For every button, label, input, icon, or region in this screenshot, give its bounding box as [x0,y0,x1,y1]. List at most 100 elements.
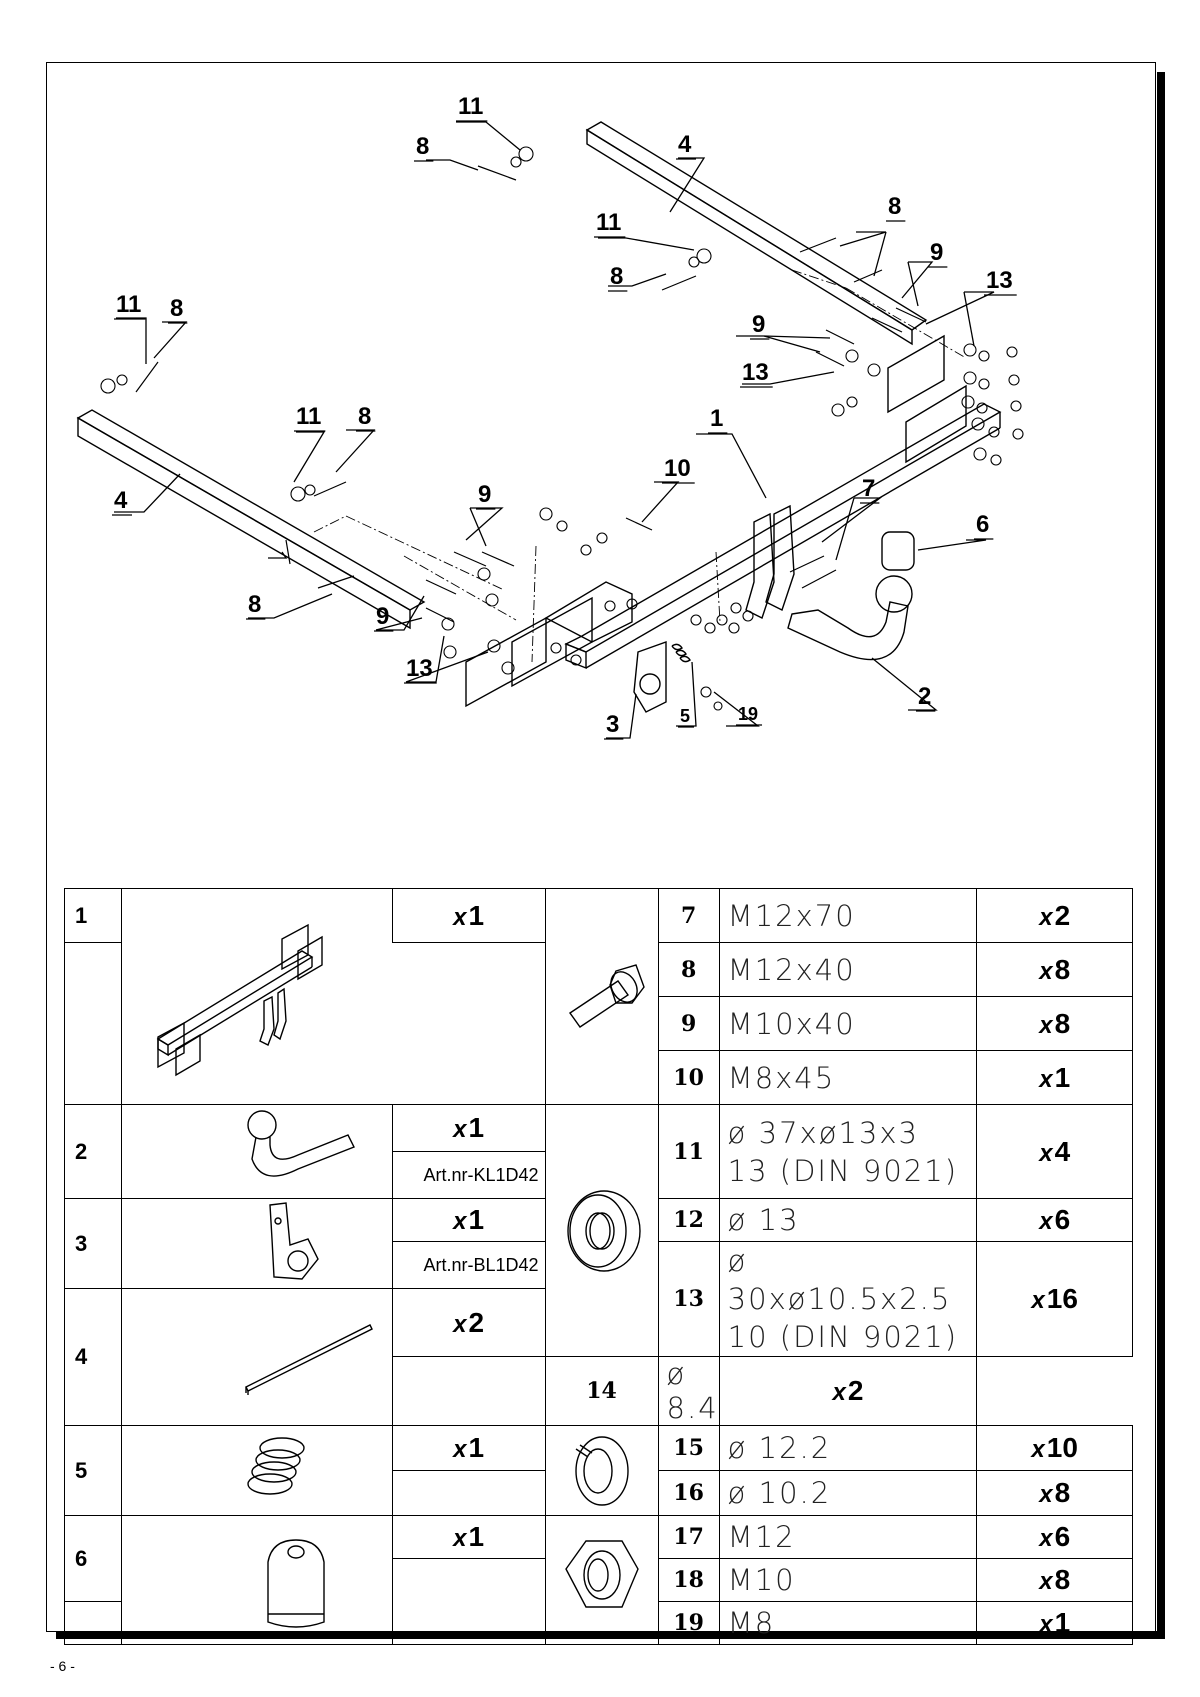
tow-ball [875,575,913,613]
exploded-assembly-diagram: 11 8 4 11 8 8 9 13 11 8 9 13 11 8 1 10 4… [76,93,1024,740]
callout-9c: 9 [478,481,491,508]
bar-4-top-face [585,121,928,331]
item-index: 3 [64,1198,122,1289]
callout-19: 19 [738,704,758,724]
part-number: 17 [657,1515,720,1559]
part-spec: M12x70 [718,888,978,943]
part-number: 7 [657,888,720,943]
nut-image-cell [544,1515,659,1645]
part-qty: x8 [976,1558,1133,1602]
item-index: 2 [64,1104,122,1199]
part-qty: x8 [976,1470,1133,1516]
part-qty: x2 [718,1356,978,1426]
part-qty: x8 [976,996,1133,1051]
part-number: 16 [657,1470,720,1516]
callout-2: 2 [918,683,931,710]
item-index: 5 [64,1425,122,1516]
item-qty: x1 [391,1104,546,1152]
part-number: 12 [657,1198,720,1242]
table-row: 18 M10 x8 [65,1558,1133,1645]
callout-4b: 4 [114,487,128,514]
callout-11d: 11 [296,403,321,430]
hex-bolt-icon [568,963,645,1028]
part-spec: ø 13 [718,1198,978,1242]
bar-4-front-face [586,128,913,346]
callout-leaders [114,121,995,739]
item-qty: x1 [391,888,546,943]
bar-4b-front-face [77,416,411,630]
item-qty: x1 [391,1425,546,1471]
item-index: 6 [64,1515,122,1602]
spring-washer-icon [246,1437,305,1495]
part-4-image-cell [120,1288,393,1426]
item-qty: x1 [391,1198,546,1242]
side-bar-icon [244,1323,373,1395]
hitch-hanger [745,512,775,619]
part-qty: x6 [976,1198,1133,1242]
part-qty: x4 [976,1104,1133,1199]
article-number: Art.nr-KL1D42 [391,1151,546,1199]
callout-13c: 13 [406,655,433,682]
part-number: 9 [657,996,720,1051]
part-qty: x16 [976,1241,1133,1357]
callout-11b: 11 [596,209,621,236]
ball-neck-2 [787,601,909,661]
part-2-image-cell [120,1104,393,1199]
right-bracket-plate [887,334,945,414]
callout-10: 10 [664,455,691,482]
part-1-image-cell [120,888,393,1105]
table-row: 10 M8x45 x1 [64,1050,1133,1105]
part-number: 8 [657,942,720,997]
parts-table: 1 x1 [64,888,1133,1645]
part-spec: ø 8.4 [657,1356,720,1426]
callout-9b: 9 [752,311,765,338]
callout-1: 1 [710,405,723,432]
part-6-image-cell [120,1515,393,1645]
part-5-image-cell [120,1425,393,1516]
item-index: 1 [64,888,122,943]
callout-7: 7 [862,475,875,502]
part-number: 10 [657,1050,720,1105]
table-row: 9 M10x40 x8 [64,996,1133,1051]
callout-4a: 4 [678,131,692,158]
part-number: 18 [657,1558,720,1602]
part-spec: M12 [718,1515,978,1559]
item-index: 4 [64,1288,122,1426]
spring-5 [671,643,691,663]
left-bracket-plate [465,616,547,708]
callout-8d: 8 [170,295,183,322]
callout-labels: 11 8 4 11 8 8 9 13 11 8 9 13 11 8 1 10 4… [112,93,1017,740]
callout-8e: 8 [358,403,371,430]
bar-4b-top-face [76,409,426,611]
part-qty: x2 [976,888,1133,943]
ball-cap-6 [881,531,915,571]
frame-shadow-right [1157,72,1165,1638]
flat-washer-icon [566,1189,641,1272]
part-spec: ø 12.2 [718,1425,978,1471]
table-row: 3 x1 12 ø 13 x6 [64,1198,1133,1289]
callout-9a: 9 [930,239,943,266]
alignment-lines [313,269,967,663]
washer-image-cell [544,1104,659,1357]
part-3-image-cell [120,1198,393,1289]
item-qty: x1 [391,1515,546,1559]
crossbar-1 [564,403,1002,653]
callout-3: 3 [606,711,619,738]
part-number: 19 [657,1601,720,1645]
lock-washer-image-cell [544,1425,659,1516]
washers-and-nuts [100,146,1024,711]
part-spec: ø 10.2 [718,1470,978,1516]
callout-5: 5 [680,706,690,726]
callout-9d: 9 [376,603,389,630]
part-spec: M12x40 [718,942,978,997]
part-number: 14 [544,1356,659,1426]
callout-13b: 13 [742,359,769,386]
table-row: 5 x1 15 ø 12.2 x10 [64,1425,1133,1516]
callout-11a: 11 [458,93,483,120]
lock-washer-icon [574,1435,629,1506]
ball-neck-icon [246,1110,355,1177]
part-spec: M10x40 [718,996,978,1051]
hex-nut-icon [564,1540,639,1608]
